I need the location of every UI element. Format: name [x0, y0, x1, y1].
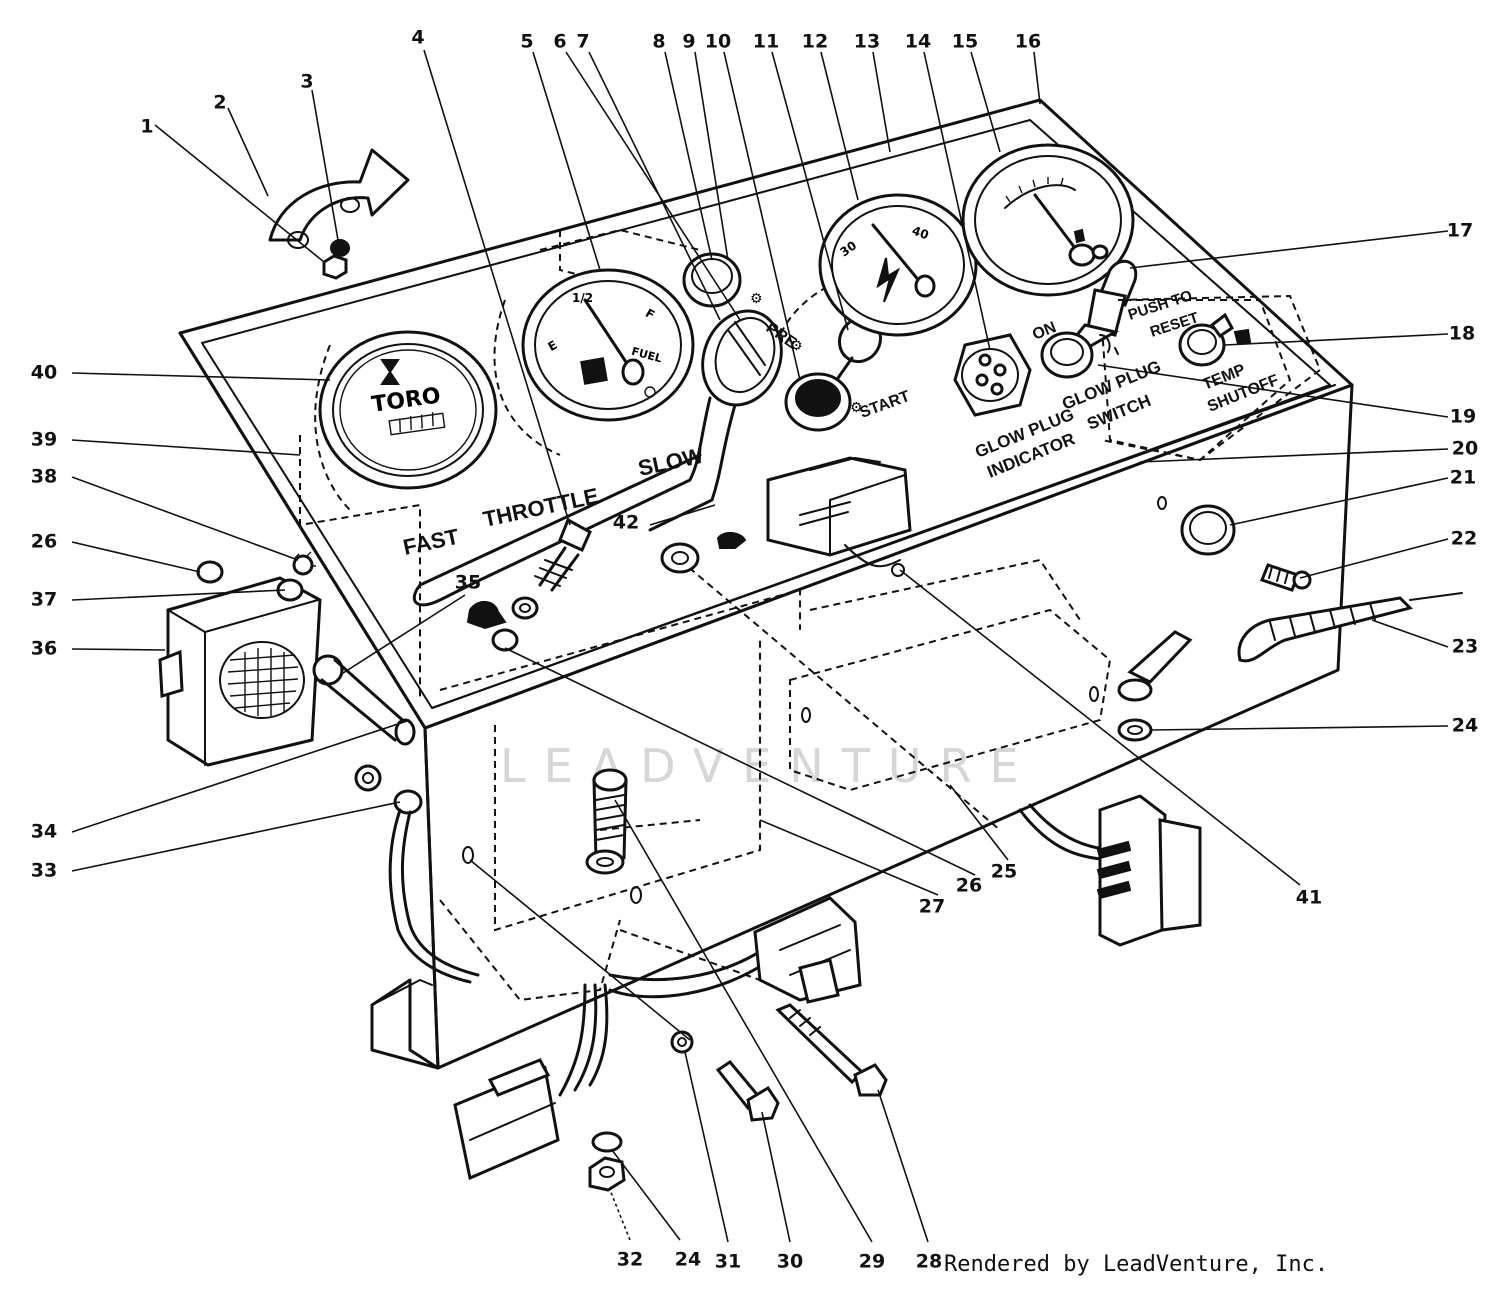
- fuel-gauge: E 1/2 F FUEL: [521, 268, 695, 422]
- callout-9: 9: [682, 31, 695, 53]
- callout-3: 3: [300, 71, 313, 93]
- callout-32: 32: [617, 1249, 643, 1271]
- callout-26: 26: [31, 531, 57, 553]
- callout-20: 20: [1452, 438, 1478, 460]
- callout-12: 12: [802, 31, 828, 53]
- terminal-lug-right: [1117, 630, 1193, 742]
- temp-shutoff-reset-button: [1101, 294, 1322, 462]
- choke-cable: [1237, 592, 1463, 663]
- callout-13: 13: [854, 31, 880, 53]
- callout-21: 21: [1450, 467, 1476, 489]
- watermark-text: LEADVENTURE: [500, 739, 1037, 793]
- label-slow: SLOW: [636, 443, 706, 481]
- callout-2: 2: [213, 92, 226, 114]
- glow-plug-switch: [1040, 259, 1138, 379]
- stud-bolt: [585, 768, 628, 875]
- callout-24: 24: [675, 1249, 701, 1271]
- callout-37: 37: [31, 589, 57, 611]
- ammeter-gauge: 30 40: [818, 193, 978, 337]
- callout-23: 23: [1452, 636, 1478, 658]
- callout-29: 29: [859, 1251, 885, 1273]
- callout-25: 25: [991, 861, 1017, 883]
- circuit-breaker: [1180, 504, 1312, 592]
- throttle-bolt: [511, 517, 592, 620]
- callout-30: 30: [777, 1251, 803, 1273]
- callout-22: 22: [1451, 528, 1477, 550]
- wire-connector-right: [1018, 794, 1202, 947]
- callout-1: 1: [140, 116, 153, 138]
- callout-14: 14: [905, 31, 931, 53]
- grommet: [660, 532, 747, 574]
- callout-41: 41: [1296, 887, 1322, 909]
- callout-19: 19: [1450, 406, 1476, 428]
- callout-6: 6: [553, 31, 566, 53]
- callout-40: 40: [31, 362, 57, 384]
- callout-36: 36: [31, 638, 57, 660]
- callout-5: 5: [520, 31, 533, 53]
- callout-24: 24: [1452, 715, 1478, 737]
- callout-35: 35: [455, 572, 481, 594]
- callout-38: 38: [31, 466, 57, 488]
- callout-39: 39: [31, 429, 57, 451]
- callout-4: 4: [411, 27, 424, 49]
- callout-7: 7: [576, 31, 589, 53]
- decal-bracket-top-left: [268, 148, 410, 280]
- mounting-holes: [462, 496, 1167, 904]
- ground-wire: [354, 764, 480, 984]
- callout-16: 16: [1015, 31, 1041, 53]
- hourmeter-gauge: TORO: [318, 330, 498, 490]
- ammeter-right-mark: 40: [910, 223, 930, 242]
- temperature-gauge: [961, 143, 1135, 297]
- callout-42: 42: [613, 512, 639, 534]
- callout-10: 10: [705, 31, 731, 53]
- callout-15: 15: [952, 31, 978, 53]
- wiring-harness-bottom: [453, 896, 862, 1181]
- callout-28: 28: [916, 1251, 942, 1273]
- relay-block: [766, 456, 912, 568]
- hidden-internal-parts: [299, 228, 1292, 1002]
- label-fast: FAST: [401, 524, 462, 560]
- callout-17: 17: [1447, 220, 1473, 242]
- fuel-half-mark: 1/2: [572, 291, 593, 305]
- mounting-rod: [312, 654, 416, 746]
- label-start: START: [858, 388, 913, 422]
- label-throttle: THROTTLE: [481, 483, 601, 532]
- callout-11: 11: [753, 31, 779, 53]
- callout-34: 34: [31, 821, 57, 843]
- speed-decals: [466, 601, 519, 652]
- callout-31: 31: [715, 1251, 741, 1273]
- credit-text: Rendered by LeadVenture, Inc.: [944, 1252, 1329, 1277]
- callout-18: 18: [1449, 323, 1475, 345]
- key-pre-symbol: ⚙: [750, 291, 763, 307]
- callout-8: 8: [652, 31, 665, 53]
- callout-26: 26: [956, 875, 982, 897]
- callout-33: 33: [31, 860, 57, 882]
- hardware-bottom: [588, 1003, 888, 1192]
- alarm-buzzer: [158, 551, 322, 767]
- callout-27: 27: [919, 896, 945, 918]
- glow-plug-indicator: [953, 333, 1032, 417]
- leader-lines: [71, 49, 1449, 1243]
- key-start-symbol: ⚙: [850, 400, 863, 416]
